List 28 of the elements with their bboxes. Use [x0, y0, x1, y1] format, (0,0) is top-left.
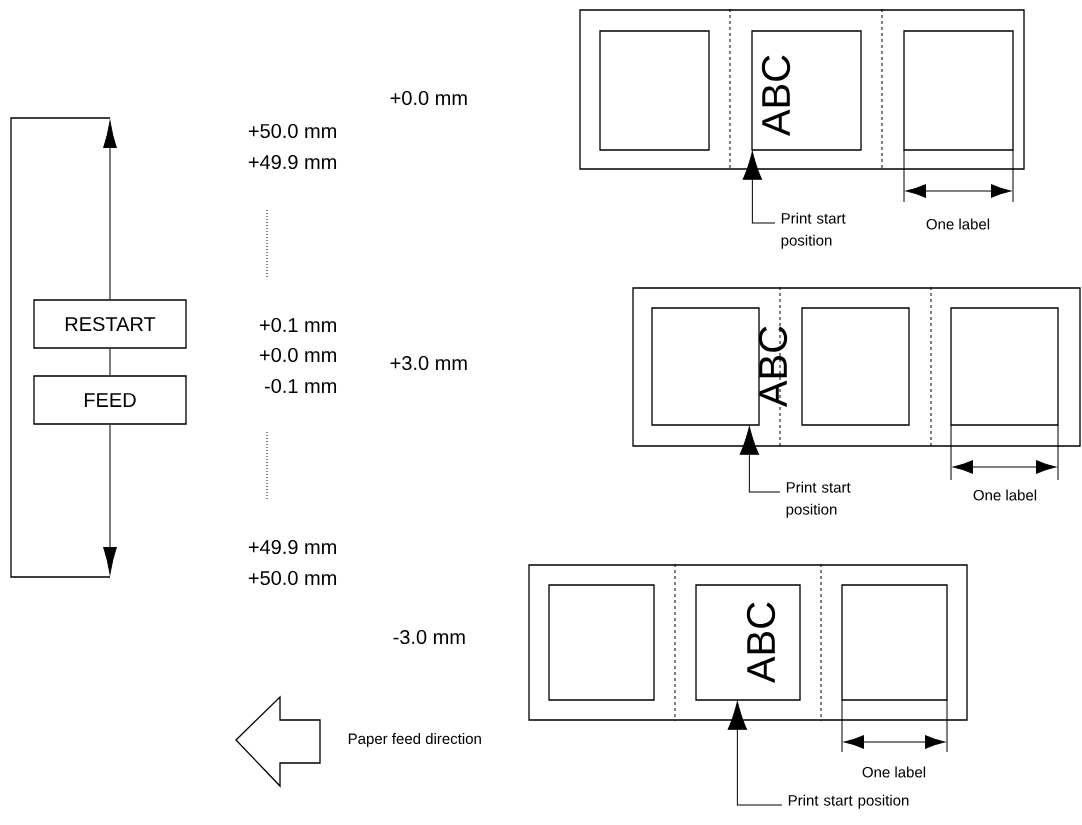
offset-value: +49.9 mm [248, 539, 336, 555]
printed-text: ABC [758, 326, 788, 408]
offset-value: -3.0 mm [393, 629, 465, 645]
offset-value: +0.0 mm [390, 90, 467, 106]
arrow [103, 120, 117, 300]
callout-text: Print start position [781, 212, 846, 249]
offset-value: -0.1 mm [264, 378, 336, 394]
offset-value: +0.0 mm [259, 347, 336, 363]
offset-value: +50.0 mm [248, 123, 336, 139]
button-box: FEED [33, 375, 187, 425]
direction-label: Paper feed direction [348, 733, 481, 747]
offset-value: +50.0 mm [248, 570, 336, 586]
connector-line [109, 348, 111, 376]
offset-value: +49.9 mm [248, 154, 336, 170]
printed-text: ABC [746, 602, 776, 684]
leader-line [727, 701, 783, 806]
dimension-label: One label [973, 489, 1037, 501]
offset-value: +0.1 mm [259, 317, 336, 333]
offset-value: +3.0 mm [390, 355, 467, 371]
arrow [103, 424, 117, 575]
callout-text: Print start position [788, 794, 909, 809]
dimension-label: One label [926, 218, 990, 230]
button-box: RESTART [33, 299, 187, 349]
callout-text: Print start position [786, 481, 851, 518]
printed-text: ABC [761, 55, 791, 137]
dimension-label: One label [862, 766, 926, 778]
leader-line [739, 426, 781, 493]
leader-line [742, 151, 776, 224]
